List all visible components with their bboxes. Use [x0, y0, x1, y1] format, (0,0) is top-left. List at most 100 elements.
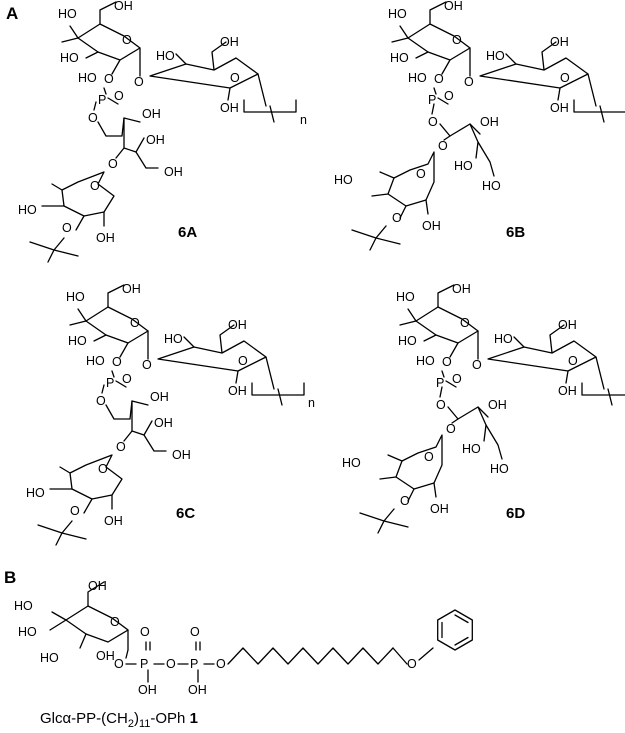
- phosphoryl-oxygen: O: [190, 625, 200, 639]
- bond: [595, 356, 605, 390]
- bond: [83, 498, 93, 514]
- hydroxyl-label: HO: [334, 173, 353, 187]
- bridging-oxygen: O: [166, 657, 176, 671]
- hydroxyl-label: OH: [488, 398, 507, 412]
- bond: [431, 103, 435, 115]
- bond: [269, 105, 275, 123]
- hydroxyl-label: HO: [342, 456, 361, 470]
- bond: [107, 284, 125, 308]
- hydroxyl-label: HO: [454, 159, 473, 173]
- caption-mid: ): [134, 710, 139, 727]
- hydroxyl-label: OH: [164, 165, 183, 179]
- ring-oxygen: O: [416, 167, 426, 181]
- phosphorus: P: [428, 93, 436, 107]
- bond: [418, 647, 434, 661]
- caption-prefix: Glcα-PP-(CH: [40, 710, 128, 727]
- hydroxyl-label: OH: [228, 318, 247, 332]
- bond: [123, 117, 145, 153]
- bond: [359, 508, 409, 534]
- ring-oxygen: O: [424, 450, 434, 464]
- hydroxyl-label: HO: [490, 462, 509, 476]
- phosphorus: P: [436, 376, 444, 390]
- bond: [211, 41, 227, 71]
- hydroxyl-label: OH: [96, 231, 115, 245]
- bond: [469, 123, 479, 159]
- bond: [407, 488, 415, 502]
- hydroxyl-label: HO: [66, 290, 85, 304]
- hydroxyl-label: OH: [228, 384, 247, 398]
- hydroxyl-label: OH: [558, 318, 577, 332]
- bond: [513, 336, 525, 348]
- ring-bond: [69, 454, 123, 500]
- hydroxyl-label: OH: [104, 514, 123, 528]
- bond: [599, 105, 605, 123]
- hydroxyl-label: OH: [114, 0, 133, 13]
- bond: [131, 400, 153, 436]
- hydroxyl-label: HO: [78, 71, 97, 85]
- bond: [433, 87, 437, 95]
- bond: [235, 370, 239, 384]
- phenyl-double-bond: [454, 614, 469, 624]
- bond: [441, 59, 451, 75]
- glycosidic-oxygen: O: [446, 422, 456, 436]
- hydroxyl-label: OH: [142, 107, 161, 121]
- bond: [123, 430, 133, 442]
- phosphoryl-oxygen: O: [444, 89, 454, 103]
- hydroxyl-label: HO: [396, 290, 415, 304]
- bond: [351, 225, 401, 251]
- bond: [29, 237, 79, 263]
- phosphorus: P: [106, 376, 114, 390]
- glycosidic-oxygen: O: [438, 139, 448, 153]
- compound-label-6d: 6D: [506, 505, 525, 522]
- bond: [125, 629, 129, 659]
- bond: [565, 370, 569, 384]
- bond: [59, 466, 71, 474]
- hydroxyl-label: OH: [88, 579, 107, 593]
- phosphorus: P: [98, 93, 106, 107]
- bond: [75, 215, 85, 231]
- hydroxyl-label: HO: [408, 71, 427, 85]
- bond: [541, 41, 557, 71]
- hydroxyl-label: OH: [146, 133, 165, 147]
- bond: [115, 380, 127, 388]
- bond: [93, 334, 107, 342]
- bond: [61, 37, 79, 43]
- anomeric-oxygen: O: [114, 657, 124, 671]
- hydroxyl-label: HO: [18, 625, 37, 639]
- bond: [451, 418, 459, 424]
- phosphoryl-oxygen: O: [114, 89, 124, 103]
- bond: [103, 87, 107, 95]
- panel-label-b: B: [4, 568, 16, 587]
- ester-oxygen: O: [442, 355, 452, 369]
- bracket: [243, 99, 297, 113]
- bond: [371, 193, 389, 197]
- bond: [445, 380, 457, 388]
- ester-oxygen: O: [88, 111, 98, 125]
- bond: [379, 476, 397, 480]
- bond: [557, 87, 561, 101]
- hydroxyl-label: HO: [494, 332, 513, 346]
- bond: [99, 1, 117, 25]
- hydroxyl-label: OH: [452, 282, 471, 296]
- ring-substituent-oxygen: O: [400, 494, 410, 508]
- phenyl-double-bond: [454, 636, 469, 646]
- bond: [277, 388, 283, 406]
- hydroxyl-label: HO: [60, 51, 79, 65]
- bond: [115, 147, 125, 159]
- ring-oxygen: O: [460, 316, 470, 330]
- caption-suffix: -OPh: [150, 710, 189, 727]
- phosphoryl-oxygen: O: [122, 372, 132, 386]
- hydroxyl-label: HO: [398, 334, 417, 348]
- hydroxyl-label: HO: [26, 486, 45, 500]
- ester-oxygen: O: [216, 657, 226, 671]
- bond: [51, 611, 67, 621]
- hydroxyl-label: OH: [138, 683, 157, 697]
- hydroxyl-label: HO: [388, 7, 407, 21]
- bond: [85, 51, 99, 59]
- bond: [447, 406, 489, 420]
- bond: [87, 581, 105, 607]
- hydroxyl-label: HO: [482, 179, 501, 193]
